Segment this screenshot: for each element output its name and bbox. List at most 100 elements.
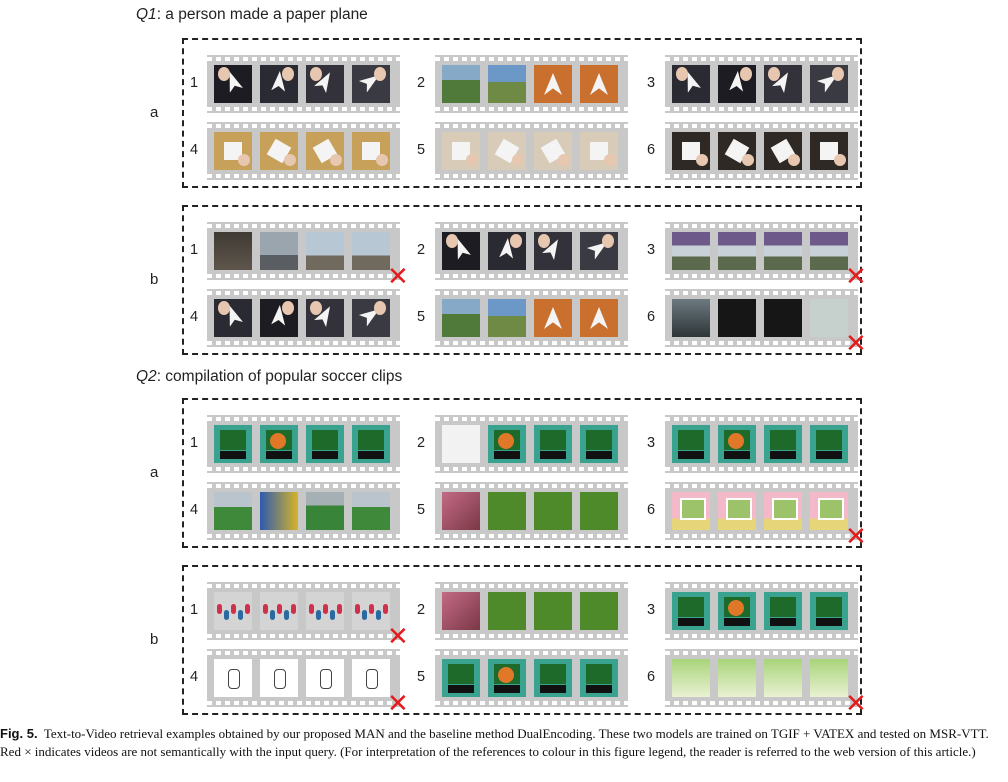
sprocket-holes [665, 701, 858, 705]
sprocket-holes [435, 484, 628, 488]
rank-number: 3 [647, 435, 656, 451]
rank-number: 1 [190, 75, 199, 91]
video-frame [214, 232, 252, 270]
video-frame [488, 592, 526, 630]
sprocket-holes [435, 701, 628, 705]
sprocket-holes [435, 534, 628, 538]
sprocket-holes [435, 124, 628, 128]
video-filmstrip [665, 55, 858, 113]
sprocket-holes [207, 57, 400, 61]
video-filmstrip [665, 122, 858, 180]
video-frame [442, 65, 480, 103]
video-frame [306, 659, 344, 697]
cross-mark-icon: ✕ [845, 329, 867, 359]
video-filmstrip [435, 582, 628, 640]
video-frame [764, 592, 802, 630]
video-frame [672, 65, 710, 103]
video-frame [352, 299, 390, 337]
video-frame [534, 132, 572, 170]
query-title-q1: Q1: a person made a paper plane [136, 6, 368, 24]
video-frame [534, 659, 572, 697]
rank-number: 6 [647, 309, 656, 325]
video-frame [764, 299, 802, 337]
method-label: b [150, 631, 159, 648]
sprocket-holes [665, 224, 858, 228]
query-text: : compilation of popular soccer clips [156, 368, 403, 385]
video-frame [306, 299, 344, 337]
sprocket-holes [435, 291, 628, 295]
video-frame [352, 492, 390, 530]
sprocket-holes [435, 417, 628, 421]
video-frame [672, 592, 710, 630]
video-frame [260, 425, 298, 463]
sprocket-holes [207, 417, 400, 421]
video-frame [352, 132, 390, 170]
video-frame [488, 232, 526, 270]
sprocket-holes [665, 634, 858, 638]
video-frame [718, 492, 756, 530]
cross-mark-icon: ✕ [387, 262, 409, 292]
video-frame [580, 492, 618, 530]
video-frame [260, 659, 298, 697]
caption-label: Fig. 5. [0, 726, 38, 741]
video-frame [718, 232, 756, 270]
video-frame [260, 299, 298, 337]
sprocket-holes [435, 274, 628, 278]
cross-mark-icon: ✕ [845, 522, 867, 552]
video-frame [488, 65, 526, 103]
video-frame [580, 659, 618, 697]
rank-number: 1 [190, 602, 199, 618]
sprocket-holes [435, 107, 628, 111]
sprocket-holes [665, 341, 858, 345]
video-frame [764, 132, 802, 170]
video-filmstrip [665, 415, 858, 473]
sprocket-holes [207, 467, 400, 471]
video-frame [718, 659, 756, 697]
sprocket-holes [207, 291, 400, 295]
video-frame [534, 299, 572, 337]
figure-caption: Fig. 5. Text-to-Video retrieval examples… [0, 725, 1008, 761]
video-frame [442, 232, 480, 270]
caption-text: Text-to-Video retrieval examples obtaine… [0, 726, 989, 759]
video-frame [810, 65, 848, 103]
sprocket-holes [207, 224, 400, 228]
video-filmstrip [207, 649, 400, 707]
video-frame [672, 492, 710, 530]
sprocket-holes [435, 174, 628, 178]
video-frame [306, 592, 344, 630]
video-frame [672, 232, 710, 270]
rank-number: 6 [647, 142, 656, 158]
video-filmstrip [207, 415, 400, 473]
sprocket-holes [207, 584, 400, 588]
video-filmstrip [665, 649, 858, 707]
query-text: : a person made a paper plane [156, 6, 368, 23]
sprocket-holes [207, 534, 400, 538]
video-frame [810, 592, 848, 630]
sprocket-holes [665, 57, 858, 61]
video-frame [810, 132, 848, 170]
video-frame [580, 425, 618, 463]
sprocket-holes [665, 174, 858, 178]
video-frame [580, 132, 618, 170]
video-frame [306, 65, 344, 103]
video-frame [214, 299, 252, 337]
rank-number: 1 [190, 242, 199, 258]
video-frame [718, 425, 756, 463]
video-frame [442, 659, 480, 697]
video-frame [352, 425, 390, 463]
video-frame [488, 492, 526, 530]
rank-number: 4 [190, 669, 199, 685]
sprocket-holes [435, 584, 628, 588]
video-filmstrip [207, 482, 400, 540]
video-filmstrip [435, 222, 628, 280]
video-frame [534, 425, 572, 463]
rank-number: 2 [417, 435, 426, 451]
video-filmstrip [665, 582, 858, 640]
video-frame [442, 592, 480, 630]
video-frame [306, 492, 344, 530]
video-frame [352, 232, 390, 270]
video-frame [672, 659, 710, 697]
results-box-b [182, 565, 862, 715]
video-frame [672, 425, 710, 463]
video-frame [764, 425, 802, 463]
